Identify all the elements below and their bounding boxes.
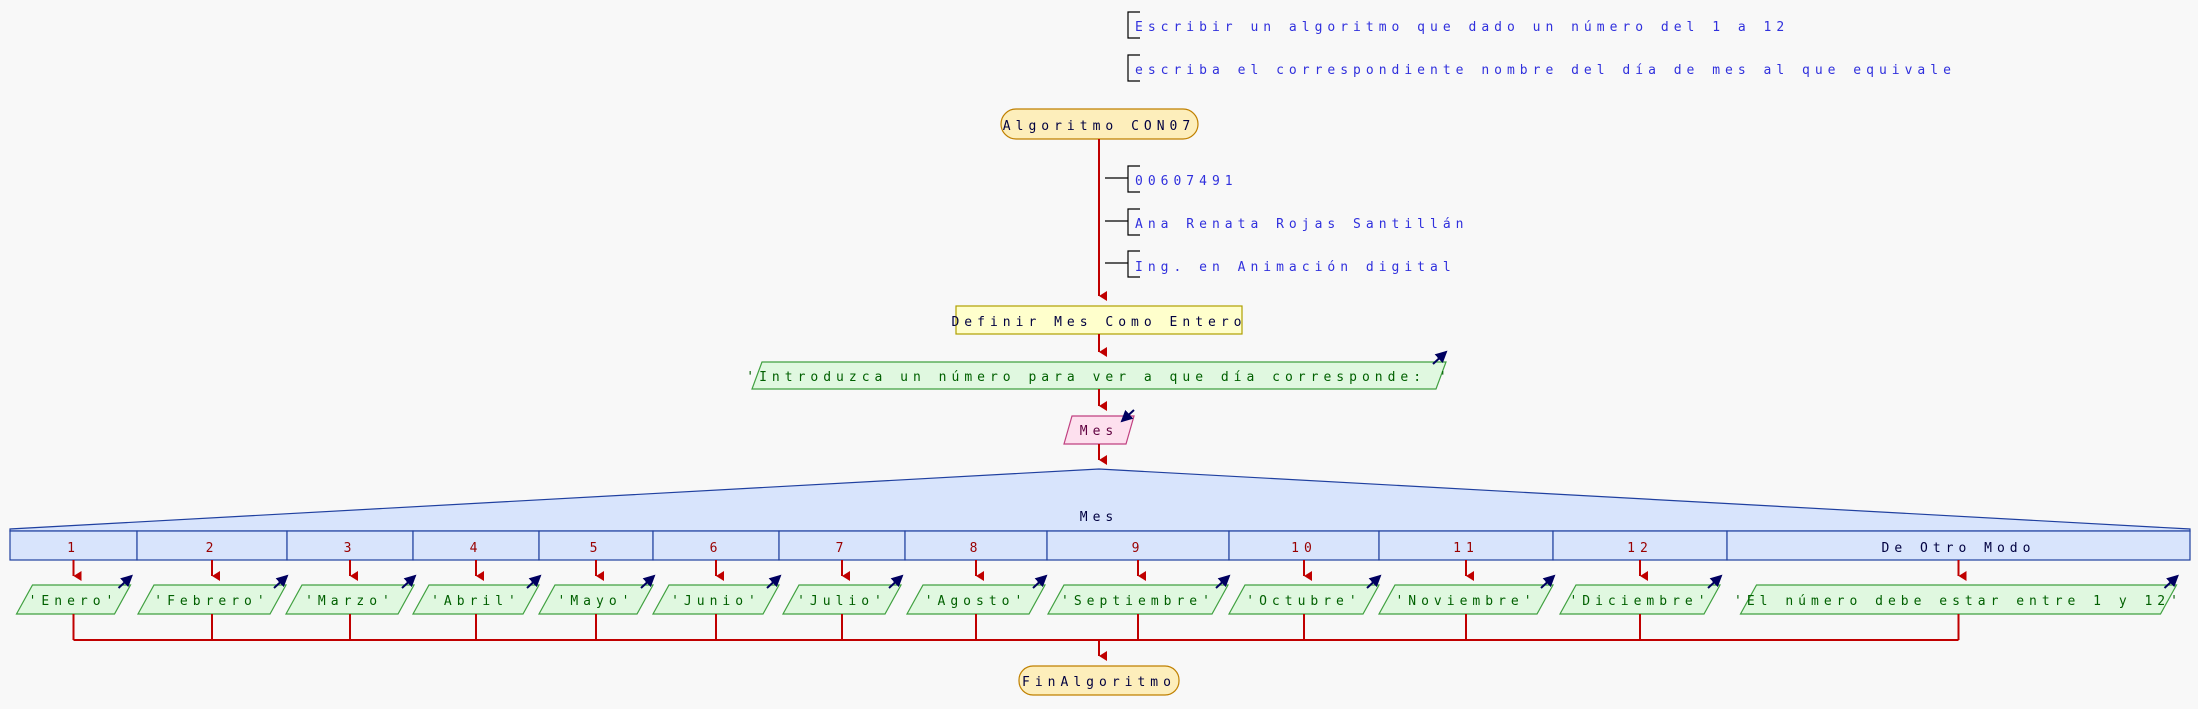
case-output-shape xyxy=(15,584,132,615)
case-cell xyxy=(652,530,780,561)
case-output-text: 'Octubre' xyxy=(1246,594,1361,609)
case-label: 4 xyxy=(470,541,483,556)
case-cell xyxy=(538,530,654,561)
comment-author-text: Ana Renata Rojas Santillán xyxy=(1135,217,1469,232)
header-comment-2-text: escriba el correspondiente nombre del dí… xyxy=(1135,63,1956,78)
end-terminal: FinAlgoritmo xyxy=(1018,665,1180,696)
case-branch-9: 9 'Septiembre' xyxy=(1046,530,1231,640)
output-arrow-icon xyxy=(1540,574,1556,589)
read-input-text: Mes xyxy=(1080,424,1118,439)
case-branch-6: 6 'Junio' xyxy=(651,530,782,640)
case-output-shape xyxy=(411,584,541,615)
case-branch-4: 4 'Abril' xyxy=(411,530,542,640)
case-output-shape xyxy=(1739,584,2178,615)
case-label: 10 xyxy=(1291,541,1317,556)
case-branch-7: 7 'Julio' xyxy=(778,530,906,640)
switch-var-text: Mes xyxy=(1080,510,1118,525)
case-label: 7 xyxy=(836,541,849,556)
output-arrow-icon xyxy=(117,574,133,589)
case-cell xyxy=(1046,530,1230,561)
case-cell xyxy=(412,530,540,561)
case-output-shape xyxy=(781,584,903,615)
output-arrow-icon xyxy=(640,574,656,589)
case-output-text: 'Agosto' xyxy=(925,594,1028,609)
case-output-text: 'Marzo' xyxy=(305,594,395,609)
case-branch-13: De Otro Modo 'El número debe estar entre … xyxy=(1726,530,2191,640)
output-arrow-icon xyxy=(2163,574,2179,589)
case-label: 12 xyxy=(1627,541,1653,556)
output-arrow-icon xyxy=(401,574,417,589)
output-arrow-icon xyxy=(1707,574,1723,589)
case-output-text: 'Abril' xyxy=(431,594,521,609)
end-terminal-text: FinAlgoritmo xyxy=(1022,675,1176,690)
define-box: Definir Mes Como Entero xyxy=(951,305,1246,335)
case-output-text: 'Enero' xyxy=(29,594,119,609)
case-cell xyxy=(778,530,906,561)
prompt-output-text: 'Introduzca un número para ver a que día… xyxy=(746,370,1451,385)
output-arrow-icon xyxy=(273,574,289,589)
case-output-text: 'Julio' xyxy=(797,594,887,609)
case-cell xyxy=(1228,530,1380,561)
case-cell xyxy=(1378,530,1554,561)
comment-program: Ing. en Animación digital xyxy=(1105,250,1456,278)
case-label: 1 xyxy=(67,541,80,556)
case-output-text: 'Diciembre' xyxy=(1569,594,1710,609)
case-output-shape xyxy=(1558,584,1722,615)
case-output-text: 'El número debe estar entre 1 y 12' xyxy=(1734,594,2183,609)
case-output-shape xyxy=(1377,584,1555,615)
case-output-text: 'Febrero' xyxy=(154,594,269,609)
comment-author: Ana Renata Rojas Santillán xyxy=(1105,208,1469,236)
case-label: 3 xyxy=(344,541,357,556)
output-arrow-icon xyxy=(1215,574,1231,589)
case-output-shape xyxy=(284,584,416,615)
case-branch-5: 5 'Mayo' xyxy=(537,530,656,640)
case-branch-8: 8 'Agosto' xyxy=(904,530,1048,640)
read-input: Mes xyxy=(1063,409,1135,445)
case-output-shape xyxy=(905,584,1047,615)
comment-id: 00607491 xyxy=(1105,165,1238,193)
case-branch-11: 11 'Noviembre' xyxy=(1377,530,1556,640)
case-output-text: 'Junio' xyxy=(671,594,761,609)
start-terminal: Algoritmo CON07 xyxy=(1000,108,1199,140)
case-cell xyxy=(9,530,138,561)
case-output-text: 'Mayo' xyxy=(558,594,635,609)
define-box-text: Definir Mes Como Entero xyxy=(951,315,1246,330)
case-output-shape xyxy=(537,584,655,615)
comment-program-text: Ing. en Animación digital xyxy=(1135,260,1456,275)
case-branch-10: 10 'Octubre' xyxy=(1227,530,1382,640)
case-cell xyxy=(904,530,1048,561)
case-output-text: 'Septiembre' xyxy=(1061,594,1215,609)
switch-cases: 1 'Enero' 2 'Febrero' 3 'Marzo' 4 'Abril' 5 'Mayo… xyxy=(9,530,2191,661)
prompt-output: 'Introduzca un número para ver a que día… xyxy=(746,350,1451,390)
case-output-shape xyxy=(1227,584,1381,615)
header-comment-1-text: Escribir un algoritmo que dado un número… xyxy=(1135,20,1789,35)
case-label: De Otro Modo xyxy=(1882,541,2036,556)
case-cell xyxy=(286,530,414,561)
start-terminal-text: Algoritmo CON07 xyxy=(1003,119,1195,134)
output-arrow-icon xyxy=(888,574,904,589)
header-comment-2: escriba el correspondiente nombre del dí… xyxy=(1127,54,1956,82)
output-arrow-icon xyxy=(1366,574,1382,589)
case-branch-2: 2 'Febrero' xyxy=(136,530,289,640)
case-output-shape xyxy=(1046,584,1230,615)
case-label: 2 xyxy=(206,541,219,556)
case-output-text: 'Noviembre' xyxy=(1395,594,1536,609)
output-arrow-icon xyxy=(526,574,542,589)
output-arrow-icon xyxy=(1032,574,1048,589)
case-label: 11 xyxy=(1453,541,1479,556)
case-label: 6 xyxy=(710,541,723,556)
case-label: 5 xyxy=(590,541,603,556)
case-label: 9 xyxy=(1132,541,1145,556)
comment-id-text: 00607491 xyxy=(1135,174,1238,189)
case-branch-3: 3 'Marzo' xyxy=(284,530,417,640)
case-label: 8 xyxy=(970,541,983,556)
header-comment-1: Escribir un algoritmo que dado un número… xyxy=(1127,11,1789,39)
switch-header: Mes xyxy=(9,468,2191,532)
case-output-shape xyxy=(136,584,288,615)
output-arrow-icon xyxy=(766,574,782,589)
case-branch-12: 12 'Diciembre' xyxy=(1552,530,1728,640)
case-output-shape xyxy=(651,584,781,615)
case-branch-1: 1 'Enero' xyxy=(9,530,138,640)
